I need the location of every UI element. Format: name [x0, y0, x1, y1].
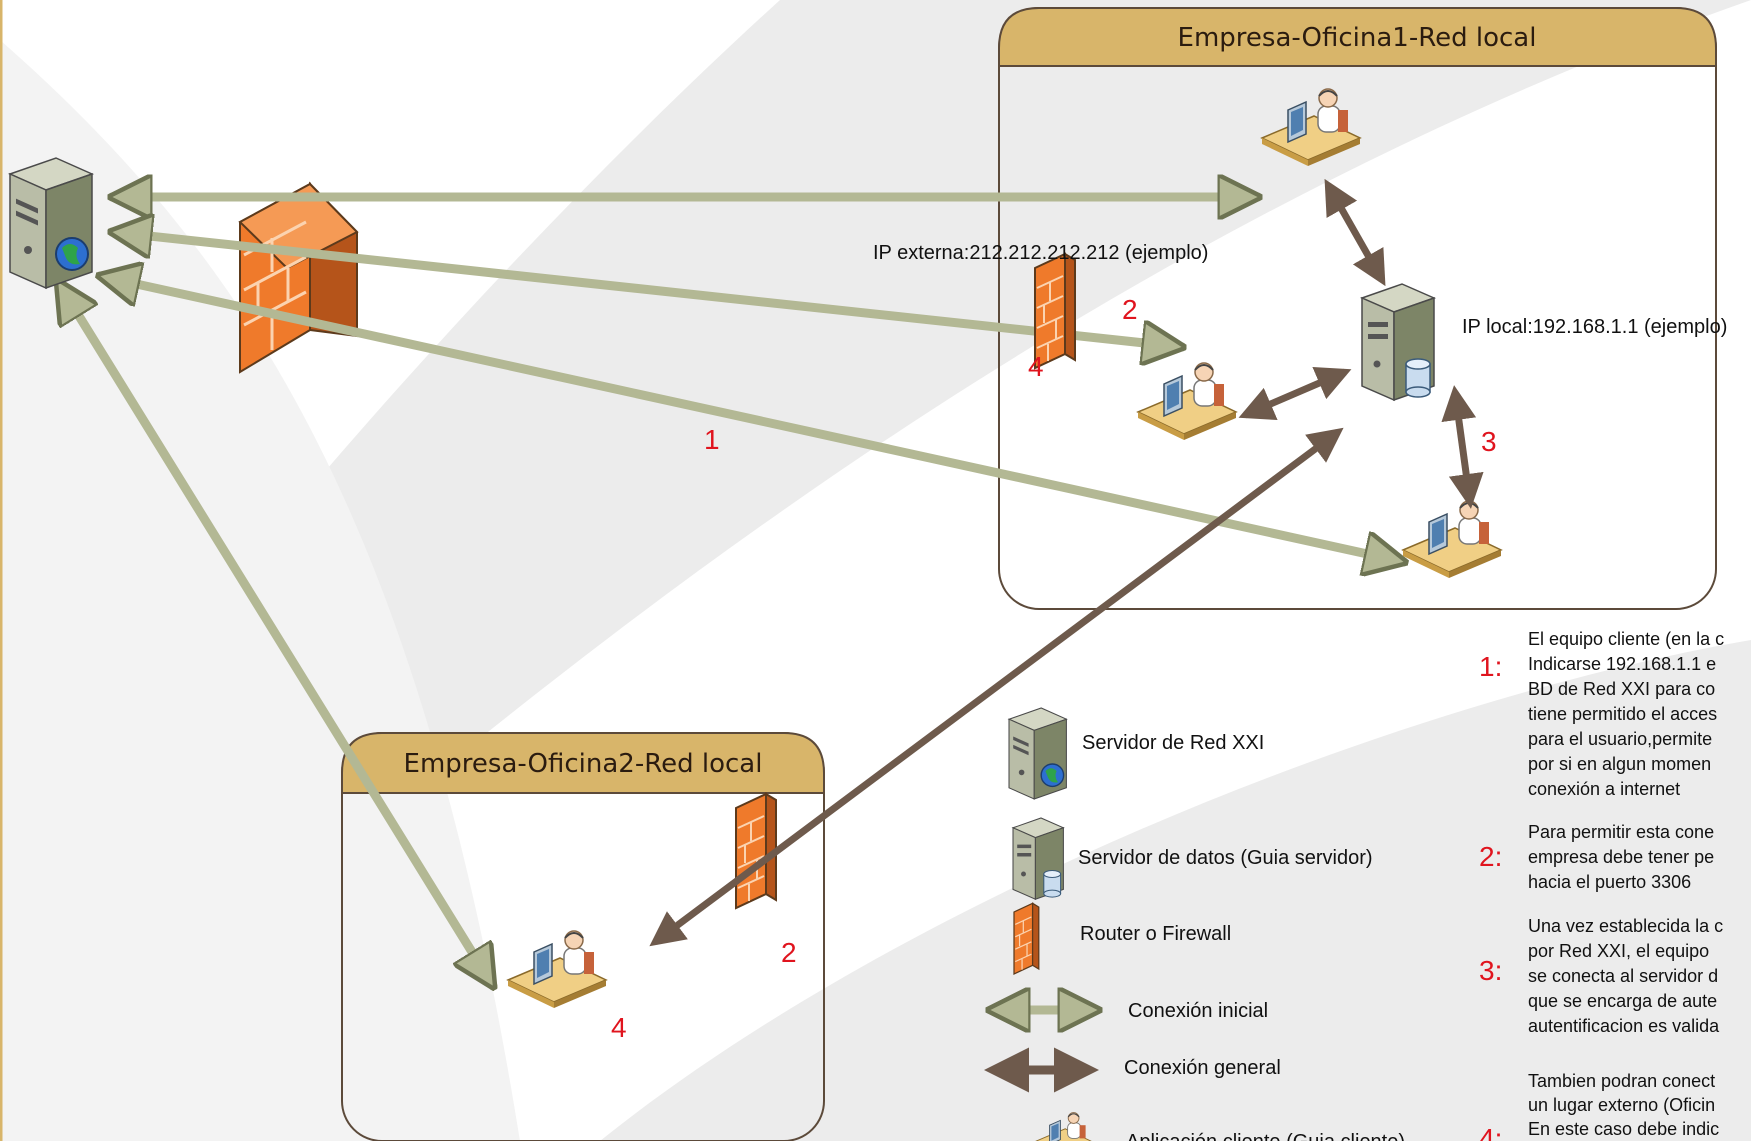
- legend-data-server-icon: [1012, 817, 1064, 900]
- internet-firewall-icon: [238, 181, 359, 374]
- note-3-line: autentificacion es valida: [1528, 1016, 1720, 1036]
- legend-initial-label: Conexión inicial: [1128, 1000, 1268, 1022]
- ip-external-label: IP externa:212.212.212.212 (ejemplo): [873, 242, 1208, 264]
- general-connections: [649, 178, 1484, 947]
- legend-client-label: Aplicación cliente (Guia cliente): [1126, 1131, 1405, 1141]
- note-3-line: se conecta al servidor d: [1528, 966, 1718, 986]
- marker-2-office1: 2: [1122, 294, 1138, 325]
- data-server-icon: [1361, 283, 1435, 401]
- note-1-line: por si en algun momen: [1528, 754, 1711, 774]
- ip-local-label: IP local:192.168.1.1 (ejemplo): [1462, 316, 1727, 338]
- note-4-line: un lugar externo (Oficin: [1528, 1095, 1715, 1115]
- client-workstation-icon: [1137, 362, 1237, 441]
- legend-firewall-icon: [1013, 902, 1040, 975]
- general-connection-client1: [1324, 178, 1386, 287]
- note-1-line: El equipo cliente (en la c: [1528, 629, 1724, 649]
- remote-client-workstation-icon: [507, 930, 607, 1009]
- general-connection-client3: [1441, 385, 1484, 509]
- legend-general-label: Conexión general: [1124, 1057, 1281, 1079]
- legend-red-server-label: Servidor de Red XXI: [1082, 732, 1264, 754]
- note-1-line: tiene permitido el acces: [1528, 704, 1717, 724]
- marker-4-office1: 4: [1028, 351, 1044, 382]
- initial-connection-remote-client: [58, 282, 493, 986]
- note-2-line: hacia el puerto 3306: [1528, 872, 1691, 892]
- note-3-line: que se encarga de aute: [1528, 991, 1717, 1011]
- general-connection-client2: [1238, 366, 1352, 421]
- note-2-line: Para permitir esta cone: [1528, 822, 1714, 842]
- marker-2-office2: 2: [781, 937, 797, 968]
- office1-title: Empresa-Oficina1-Red local: [1178, 23, 1537, 53]
- client-workstation-icon: [1402, 500, 1502, 579]
- note-1-line: conexión a internet: [1528, 779, 1680, 799]
- note-3-line: por Red XXI, el equipo: [1528, 941, 1709, 961]
- note-1-line: BD de Red XXI para co: [1528, 679, 1715, 699]
- office2-firewall-icon: [735, 793, 777, 909]
- note-1-line: para el usuario,permite: [1528, 729, 1712, 749]
- marker-1: 1: [704, 424, 720, 455]
- legend-red-xxi-server-icon: [1008, 707, 1068, 800]
- note-2-line: empresa debe tener pe: [1528, 847, 1714, 867]
- marker-4-office2: 4: [611, 1012, 627, 1043]
- note-2-number: 2:: [1479, 841, 1502, 872]
- notes: 1: El equipo cliente (en la c Indicarse …: [1479, 629, 1724, 1141]
- note-1-line: Indicarse 192.168.1.1 e: [1528, 654, 1716, 674]
- note-4-number: 4:: [1479, 1123, 1502, 1141]
- note-3-line: Una vez establecida la c: [1528, 916, 1723, 936]
- note-4-line: En este caso debe indic: [1528, 1119, 1719, 1139]
- legend-data-server-label: Servidor de datos (Guia servidor): [1078, 847, 1373, 869]
- note-3-number: 3:: [1479, 955, 1502, 986]
- marker-3: 3: [1481, 426, 1497, 457]
- legend: Servidor de Red XXI Servidor de datos (G…: [984, 707, 1405, 1141]
- office2-title: Empresa-Oficina2-Red local: [404, 749, 763, 779]
- note-1-number: 1:: [1479, 651, 1502, 682]
- red-xxi-server-icon: [9, 157, 93, 289]
- legend-firewall-label: Router o Firewall: [1080, 923, 1231, 945]
- note-4-line: Tambien podran conect: [1528, 1071, 1715, 1091]
- office1-frame: Empresa-Oficina1-Red local: [998, 7, 1717, 610]
- general-connection-remote-client: [649, 427, 1344, 947]
